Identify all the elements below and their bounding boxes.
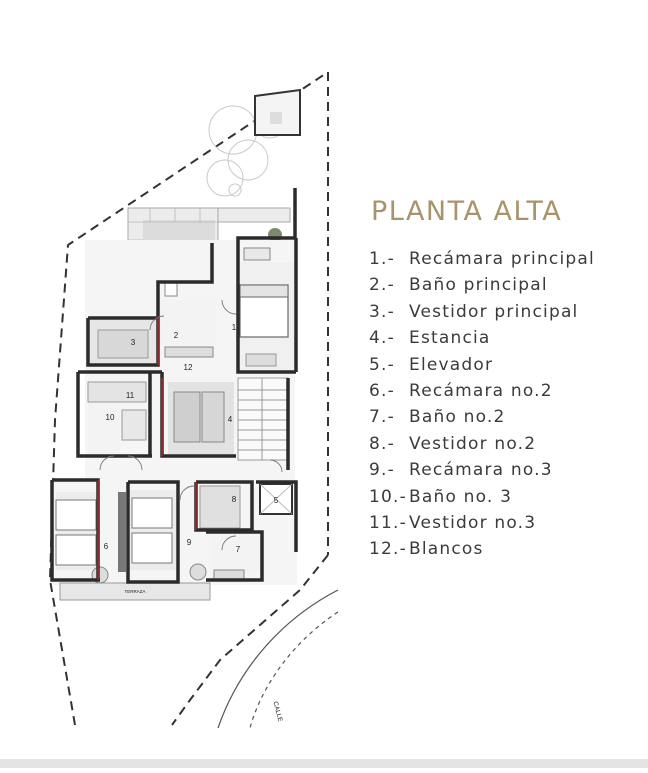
closet-3	[87, 381, 147, 403]
elevator	[259, 483, 293, 515]
stairs	[237, 377, 289, 461]
legend-label: Recámara no.2	[409, 380, 553, 401]
legend-label: Recámara principal	[409, 249, 595, 269]
bath-2	[212, 536, 260, 581]
legend-number: 2.-	[369, 275, 395, 296]
legend-label: Estancia	[409, 328, 491, 349]
room-label-8: 8	[232, 495, 237, 504]
legend-number: 4.-	[369, 328, 395, 349]
legend-number: 5.-	[369, 354, 395, 375]
street-curve	[217, 589, 339, 729]
page-title: PLANTA ALTA	[371, 196, 563, 227]
room-label-12: 12	[184, 363, 193, 372]
legend-label: Baño no. 3	[409, 486, 513, 507]
room-label-11: 11	[126, 391, 135, 400]
legend-item: 1.- Recámara principal	[369, 246, 595, 272]
legend-item: 9.- Recámara no.3	[369, 457, 595, 483]
room-label-10: 10	[106, 413, 115, 422]
legend-item: 5.- Elevador	[369, 352, 595, 378]
living-room	[168, 382, 234, 454]
room-label-5: 5	[274, 496, 279, 505]
bedroom-3	[118, 490, 207, 581]
legend-label: Vestidor principal	[409, 301, 579, 322]
room-label-4: 4	[228, 415, 233, 424]
legend-label: Vestidor no.3	[409, 512, 537, 533]
garden-decoration	[206, 105, 287, 197]
street-label: CALLE	[271, 701, 283, 723]
legend-number: 3.-	[369, 301, 395, 322]
legend-label: Vestidor no.2	[409, 433, 537, 454]
legend-number: 9.-	[369, 460, 395, 481]
master-bath	[158, 281, 216, 358]
bath-3	[88, 402, 147, 454]
legend-item: 10.-Baño no. 3	[369, 484, 595, 510]
legend-number: 10.-	[369, 486, 407, 507]
master-bedroom	[238, 247, 296, 372]
legend-number: 6.-	[369, 380, 395, 401]
terrace-label: TERRAZA	[124, 589, 145, 594]
legend-number: 8.-	[369, 433, 395, 454]
legend-number: 7.-	[369, 407, 395, 428]
room-label-3: 3	[131, 338, 136, 347]
legend-item: 8.- Vestidor no.2	[369, 431, 595, 457]
room-label-1: 1	[232, 323, 237, 332]
legend-item: 11.-Vestidor no.3	[369, 510, 595, 536]
legend-label: Elevador	[409, 354, 494, 375]
door-swings	[99, 299, 283, 551]
legend-item: 7.- Baño no.2	[369, 404, 595, 430]
room-label-6: 6	[104, 542, 109, 551]
legend-item: 12.-Blancos	[369, 536, 595, 562]
legend-number: 1.-	[369, 249, 395, 269]
legend-number: 12.-	[369, 539, 407, 560]
legend-label: Blancos	[409, 539, 484, 560]
legend-item: 4.- Estancia	[369, 325, 595, 351]
bedroom-2	[55, 492, 109, 584]
legend-item: 3.- Vestidor principal	[369, 299, 595, 325]
legend-label: Recámara no.3	[409, 460, 553, 481]
legend-number: 11.-	[369, 512, 407, 533]
room-legend: 1.-Recámara principal 2.-Baño principal …	[369, 246, 595, 563]
closet-2	[199, 485, 241, 529]
legend-item: 6.- Recámara no.2	[369, 378, 595, 404]
room-label-7: 7	[236, 545, 241, 554]
garden-shed	[254, 88, 301, 136]
legend-label: Baño no.2	[409, 407, 506, 428]
room-label-9: 9	[187, 538, 192, 547]
bottom-bar	[0, 759, 648, 768]
legend-item: 2.- Baño principal	[369, 272, 595, 298]
room-label-2: 2	[174, 331, 179, 340]
master-closet	[90, 320, 158, 365]
property-boundary	[48, 70, 329, 726]
wall-accents	[97, 318, 197, 580]
legend-label: Baño principal	[409, 275, 548, 296]
